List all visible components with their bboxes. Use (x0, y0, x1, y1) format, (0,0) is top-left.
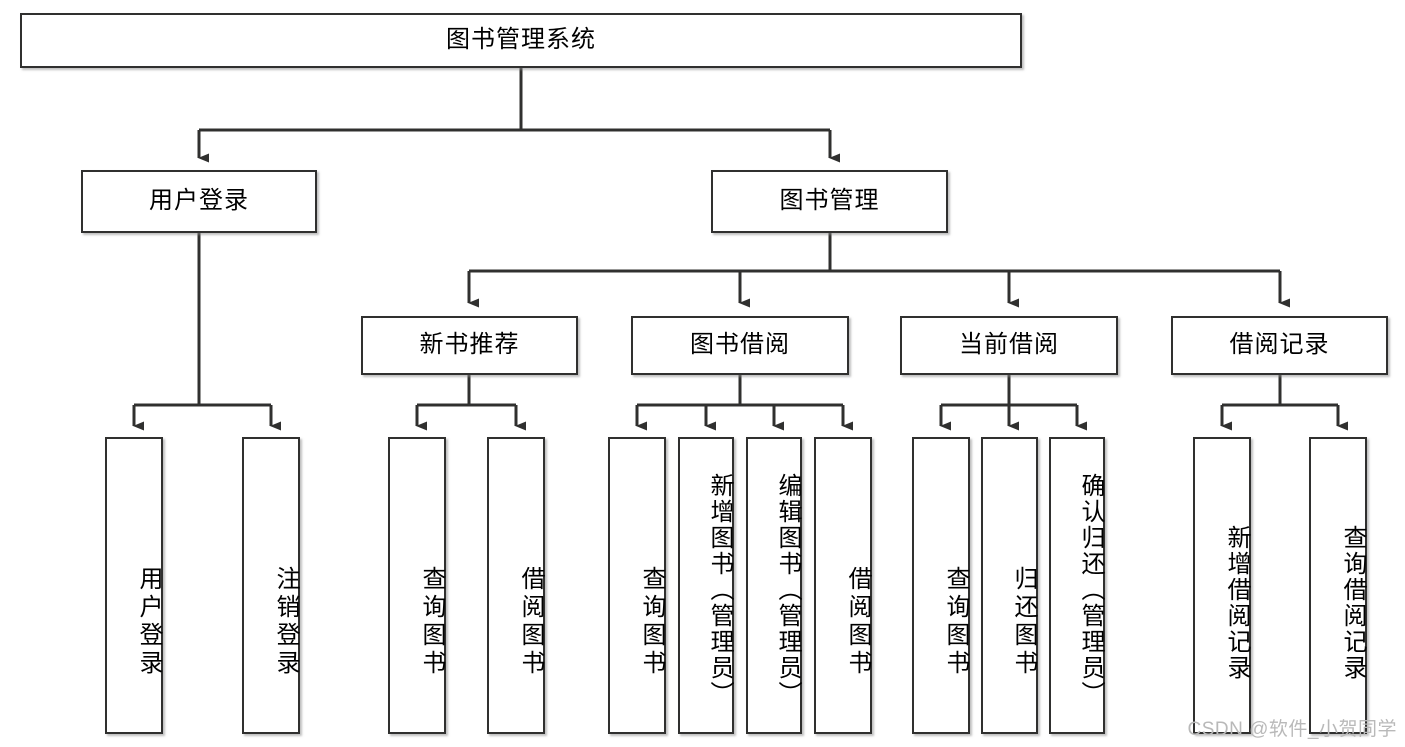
leaf-confirm-return[interactable]: 确认归还（管理员） (1049, 437, 1105, 734)
node-new-book-recommend[interactable]: 新书推荐 (361, 316, 578, 375)
leaf-borrow-book-1[interactable]: 借阅图书 (487, 437, 545, 734)
leaf-borrow-book-2-label: 借阅图书 (844, 565, 871, 678)
node-borrow-record-label: 借阅记录 (1229, 331, 1330, 359)
leaf-add-book-label: 新增图书（管理员） (706, 472, 733, 707)
leaf-query-book-3[interactable]: 查询图书 (912, 437, 970, 734)
leaf-query-book-3-label: 查询图书 (942, 565, 969, 678)
leaf-borrow-book-2[interactable]: 借阅图书 (814, 437, 872, 734)
leaf-return-book[interactable]: 归还图书 (981, 437, 1038, 734)
leaf-edit-book-label: 编辑图书（管理员） (774, 472, 801, 707)
node-root-label: 图书管理系统 (446, 26, 596, 54)
leaf-query-book-2-label: 查询图书 (638, 565, 665, 678)
node-root[interactable]: 图书管理系统 (20, 13, 1022, 68)
leaf-add-book[interactable]: 新增图书（管理员） (678, 437, 734, 734)
leaf-confirm-return-label: 确认归还（管理员） (1077, 472, 1104, 707)
leaf-user-logout[interactable]: 注销登录 (242, 437, 300, 734)
leaf-borrow-book-1-label: 借阅图书 (517, 565, 544, 678)
node-book-manage-label: 图书管理 (779, 187, 880, 215)
leaf-query-book-1[interactable]: 查询图书 (388, 437, 446, 734)
leaf-edit-book[interactable]: 编辑图书（管理员） (746, 437, 802, 734)
leaf-query-record[interactable]: 查询借阅记录 (1309, 437, 1367, 734)
node-user-login[interactable]: 用户登录 (81, 170, 317, 233)
leaf-query-book-2[interactable]: 查询图书 (608, 437, 666, 734)
leaf-query-record-label: 查询借阅记录 (1339, 524, 1366, 681)
leaf-add-record-label: 新增借阅记录 (1223, 524, 1250, 681)
leaf-add-record[interactable]: 新增借阅记录 (1193, 437, 1251, 734)
node-user-login-label: 用户登录 (149, 187, 249, 215)
node-current-borrow-label: 当前借阅 (959, 331, 1059, 359)
leaf-return-book-label: 归还图书 (1010, 565, 1037, 678)
node-current-borrow[interactable]: 当前借阅 (900, 316, 1118, 375)
leaf-user-login[interactable]: 用户登录 (105, 437, 163, 734)
leaf-user-logout-label: 注销登录 (272, 565, 299, 678)
leaf-query-book-1-label: 查询图书 (418, 565, 445, 678)
node-book-borrow-label: 图书借阅 (690, 331, 790, 359)
csdn-watermark: CSDN @软件_小贺同学 (1187, 719, 1397, 740)
node-borrow-record[interactable]: 借阅记录 (1171, 316, 1388, 375)
leaf-user-login-label: 用户登录 (135, 565, 162, 678)
node-new-book-recommend-label: 新书推荐 (419, 331, 520, 359)
node-book-borrow[interactable]: 图书借阅 (631, 316, 849, 375)
node-book-manage[interactable]: 图书管理 (711, 170, 948, 233)
